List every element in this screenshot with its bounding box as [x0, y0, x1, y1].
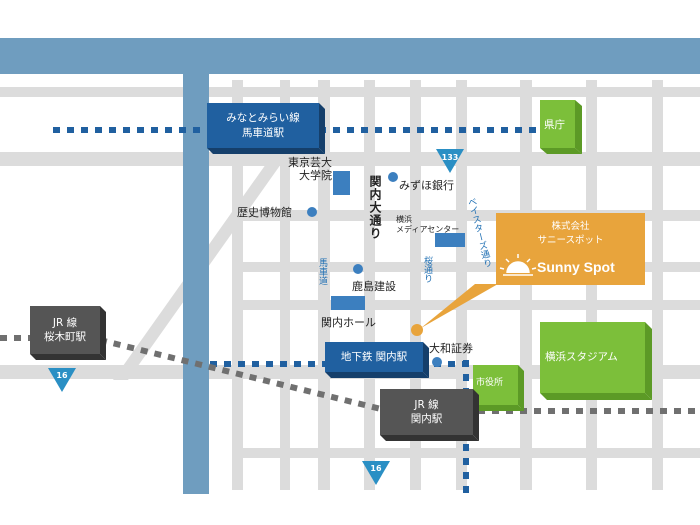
geidai-label-line1: 東京芸大 [288, 156, 332, 169]
media-center-label-line2: メディアセンター [396, 225, 460, 234]
media-center-label: 横浜 メディアセンター [396, 215, 459, 235]
brand-name: Sunny Spot [537, 259, 615, 275]
subway-kannai-name: 地下鉄 関内駅 [340, 350, 408, 363]
geidai-label-line2: 大学院 [299, 169, 332, 183]
company-name-line2: サニースポット [537, 234, 604, 246]
minatomirai-station-name: 馬車道駅 [242, 126, 284, 139]
jr-kannai-station[interactable]: JR 線 関内駅 [380, 389, 473, 435]
sakura-dori-label: 桜通り [422, 256, 432, 283]
rekishi-label: 歴史博物館 [237, 206, 292, 219]
jr-kannai-name: 関内駅 [410, 413, 443, 425]
mizuho-label: みずほ銀行 [399, 179, 454, 192]
river [0, 38, 700, 494]
kannai-hall-label: 関内ホール [321, 316, 376, 329]
jr-sakuragicho-name: 桜木町駅 [44, 331, 86, 343]
jr-sakuragicho-line: JR 線 [52, 316, 78, 329]
location-marker [411, 324, 423, 336]
route-16-bottom-label: 16 [370, 464, 382, 473]
callout-pointer [421, 284, 498, 328]
landmark-blocks [331, 171, 465, 310]
company-name-line1: 株式会社 [551, 221, 590, 232]
route-133-label: 133 [441, 153, 459, 162]
minatomirai-station-line: みなとみらい線 [226, 112, 300, 125]
station-boxes [30, 103, 479, 441]
geidai-label: 東京芸大 大学院 [286, 156, 332, 182]
shiyakusho-label: 市役所 [476, 378, 504, 388]
media-center-label-line1: 横浜 [396, 215, 412, 224]
kencho-label: 県庁 [544, 119, 565, 131]
jr-sakuragicho-station[interactable]: JR 線 桜木町駅 [30, 306, 100, 354]
jr-line [99, 337, 386, 413]
subway-kannai-station[interactable]: 地下鉄 関内駅 [325, 342, 423, 372]
kajima-label: 鹿島建設 [352, 280, 396, 293]
daiwa-label: 大和証券 [429, 342, 473, 355]
kannai-odori-label: 関内大通り [368, 175, 382, 240]
green-buildings [473, 100, 652, 411]
jr-kannai-line: JR 線 [414, 398, 439, 411]
company-name[interactable]: 株式会社 サニースポット [496, 220, 645, 248]
sun-logo-icon [499, 254, 537, 276]
route-16-left-label: 16 [56, 371, 68, 380]
route-markers [48, 149, 464, 485]
bashamichi-label: 馬車道 [317, 258, 327, 285]
minatomirai-station[interactable]: みなとみらい線 馬車道駅 [207, 103, 319, 148]
landmark-dots [307, 172, 442, 367]
stadium-label: 横浜スタジアム [545, 351, 618, 363]
